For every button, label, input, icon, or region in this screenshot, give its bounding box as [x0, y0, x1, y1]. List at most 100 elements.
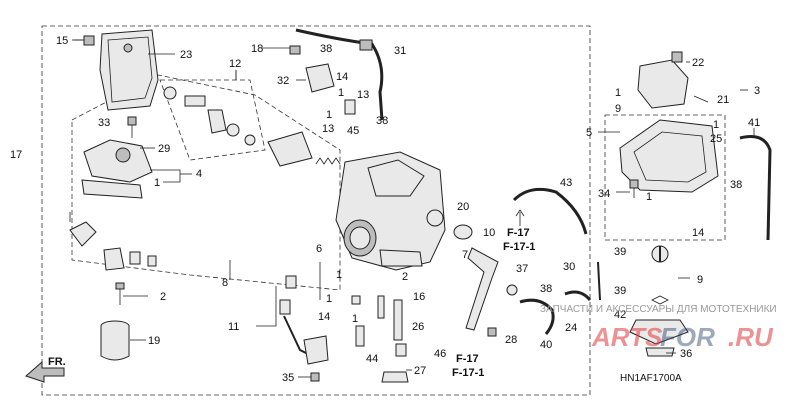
callout-15: 15: [56, 35, 68, 47]
watermark-logo-mid: FOR: [660, 322, 715, 352]
callout-34: 34: [598, 188, 610, 200]
callout-9: 9: [697, 274, 703, 286]
callout-29: 29: [158, 143, 170, 155]
callout-25: 25: [710, 133, 722, 145]
callout-42: 42: [614, 309, 626, 321]
part-carburetor-body: [335, 151, 446, 271]
part-2-bolt: [115, 282, 125, 305]
callout-1: 1: [646, 191, 652, 203]
watermark-logo-left: ARTS: [591, 322, 663, 352]
callout-40: 40: [540, 339, 552, 351]
callout-11: 11: [228, 321, 239, 333]
callout-17: 17: [10, 149, 22, 161]
part-23-top-cover: [99, 29, 159, 111]
part-27-drain-plug: [381, 371, 409, 383]
part-43-drain-hose: [512, 187, 588, 235]
callouts: 15 23 12 18 38 31 32 14 1 13 1 13 45 38 …: [10, 35, 760, 384]
subgroup-frame-12: [159, 79, 266, 161]
float-bowl-group-frame: [604, 114, 726, 241]
part-32-throttle-sensor: [289, 45, 335, 93]
part-33-screw: [127, 116, 137, 138]
callout-7: 7: [462, 249, 468, 261]
part-45-jet: [344, 99, 356, 115]
callout-36: 36: [680, 348, 692, 360]
callout-1: 1: [352, 313, 358, 325]
reference-lower-secondary: F-17-1: [452, 367, 484, 379]
callout-21: 21: [717, 94, 729, 106]
leader-lines: [72, 39, 755, 378]
part-8-cable-holder: [69, 212, 157, 271]
callout-1: 1: [326, 109, 332, 121]
callout-44: 44: [366, 353, 378, 365]
part-31-vent-tube: [295, 28, 384, 121]
reference-f17-lower: F-17 F-17-1: [452, 353, 484, 379]
callout-23: 23: [180, 49, 192, 61]
part-28-screw: [487, 327, 497, 337]
part-26-needle-jet: [351, 295, 407, 357]
callout-8: 8: [222, 277, 228, 289]
callout-1: 1: [326, 293, 332, 305]
callout-38: 38: [730, 179, 742, 191]
part-11-link-rod: [279, 275, 329, 365]
callout-20: 20: [457, 201, 469, 213]
callout-14: 14: [318, 311, 330, 323]
part-throttle-spring: [267, 131, 341, 167]
callout-27: 27: [414, 365, 426, 377]
part-41-overflow-hose: [739, 135, 772, 241]
callout-2: 2: [402, 271, 408, 283]
callout-39: 39: [614, 246, 626, 258]
callout-14: 14: [692, 227, 704, 239]
callout-24: 24: [565, 322, 577, 334]
part-10-lever: [465, 247, 518, 331]
callout-26: 26: [412, 321, 424, 333]
callout-28: 28: [505, 334, 517, 346]
front-direction-arrow: [25, 360, 65, 383]
callout-41: 41: [748, 117, 760, 129]
callout-31: 31: [394, 45, 406, 57]
assembly-frame: [41, 25, 591, 396]
callout-1: 1: [336, 269, 342, 281]
part-35-screw: [310, 372, 320, 382]
part-19-filter-cup: [100, 320, 130, 361]
part-3-float-pin-block: [637, 51, 709, 109]
callout-1: 1: [154, 177, 160, 189]
callout-3: 3: [754, 85, 760, 97]
front-label: FR.: [48, 356, 66, 368]
callout-38: 38: [320, 43, 332, 55]
part-12-throttle-link: [163, 86, 256, 146]
callout-22: 22: [692, 57, 704, 69]
callout-14: 14: [336, 71, 348, 83]
part-29-cover-plate: [81, 139, 153, 199]
callout-38: 38: [376, 115, 388, 127]
part-25-float-chamber: [619, 119, 719, 193]
callout-46: 46: [434, 348, 446, 360]
callout-5: 5: [586, 127, 592, 139]
carb-group-frame: [71, 74, 341, 291]
watermark-caption: ЗАПЧАСТИ И АКСЕССУАРЫ ДЛЯ МОТОТЕХНИКИ: [540, 304, 777, 315]
callout-6: 6: [316, 243, 322, 255]
callout-35: 35: [282, 372, 294, 384]
callout-38: 38: [540, 283, 552, 295]
callout-30: 30: [563, 261, 575, 273]
watermark: ЗАПЧАСТИ И АКСЕССУАРЫ ДЛЯ МОТОТЕХНИКИ AR…: [540, 304, 777, 352]
reference-upper-primary: F-17: [507, 227, 530, 239]
part-9-accelerator-pump: [629, 245, 689, 357]
callout-9: 9: [615, 103, 621, 115]
callout-37: 37: [516, 263, 528, 275]
callout-13: 13: [322, 123, 334, 135]
callout-32: 32: [277, 75, 289, 87]
reference-lower-primary: F-17: [456, 353, 479, 365]
callout-43: 43: [560, 177, 572, 189]
part-20-cap: [453, 224, 473, 240]
part-15-screw: [74, 35, 95, 46]
callout-10: 10: [483, 227, 495, 239]
callout-19: 19: [148, 335, 160, 347]
part-34-screw: [629, 179, 639, 198]
reference-upper-secondary: F-17-1: [503, 241, 535, 253]
drawing-code: HN1AF1700A: [620, 373, 682, 384]
reference-f17-upper: F-17 F-17-1: [503, 209, 535, 253]
watermark-logo-right: .RU: [728, 322, 774, 352]
callout-1: 1: [615, 87, 621, 99]
callout-1: 1: [713, 119, 719, 131]
